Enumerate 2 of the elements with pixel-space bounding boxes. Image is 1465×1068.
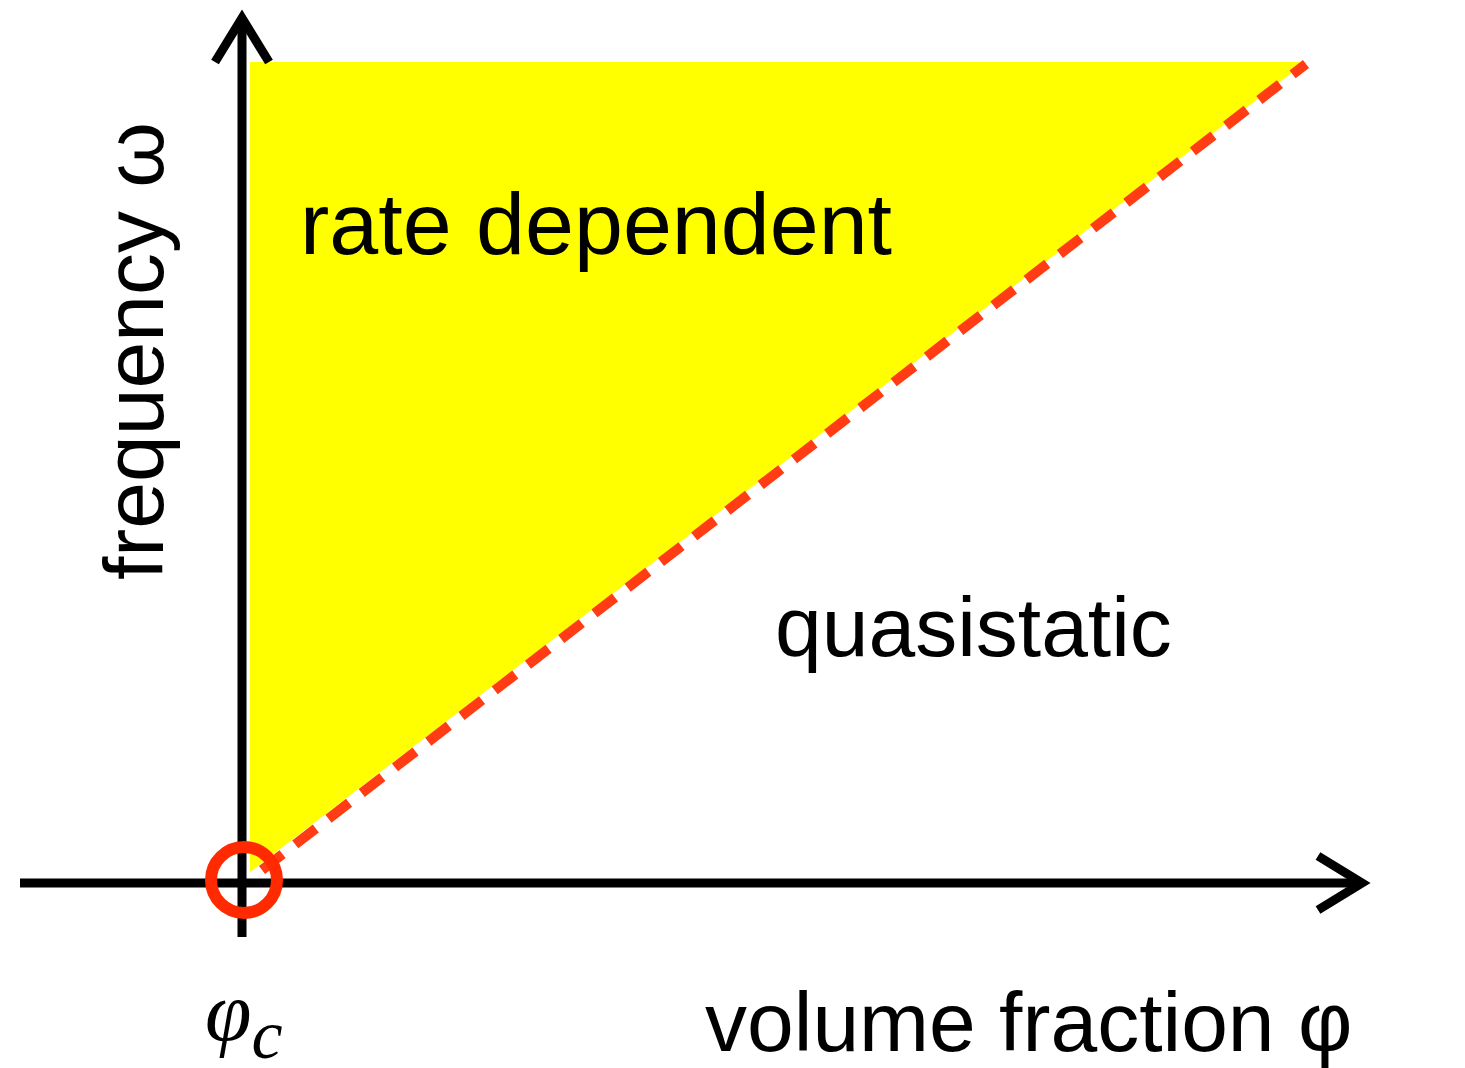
axis-tick-label: φ$_{c}$ [205, 970, 283, 1068]
critical-point-marker [205, 841, 283, 919]
